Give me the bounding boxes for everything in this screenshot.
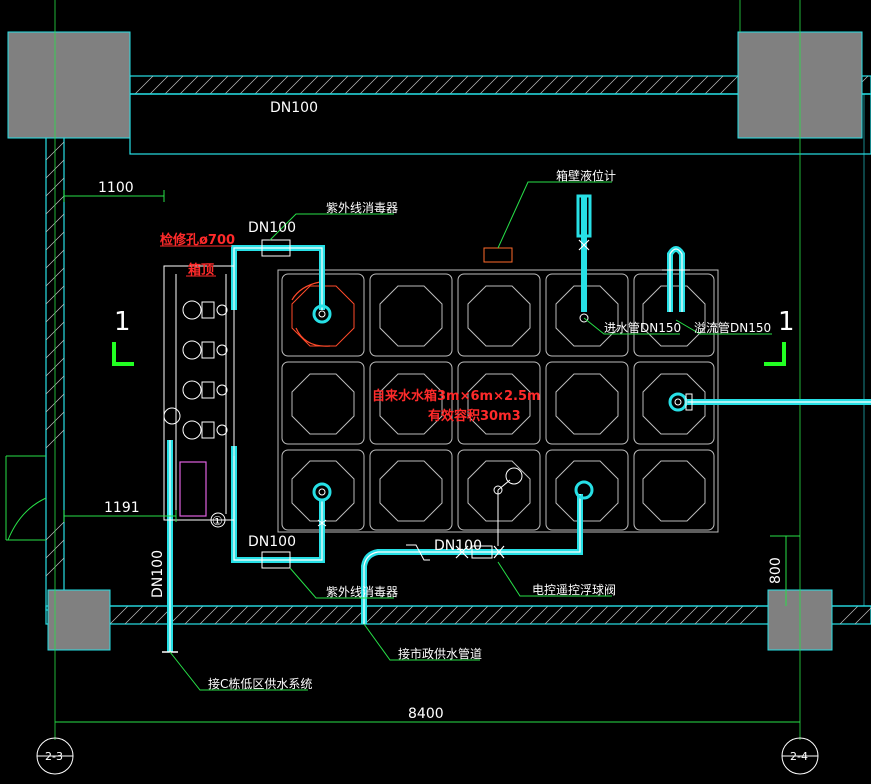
grid-label-left: 2-3 bbox=[45, 750, 63, 763]
leader-lines bbox=[160, 181, 772, 691]
label-dn100-lower-pipe: DN100 bbox=[248, 534, 296, 550]
outlet-fitting-bottom bbox=[312, 482, 332, 502]
section-marker-left bbox=[112, 342, 134, 366]
outlet-fitting-top bbox=[312, 304, 332, 324]
label-tank-name: 自来水水箱3m×6m×2.5m bbox=[372, 388, 541, 404]
label-uv-top: 紫外线消毒器 bbox=[326, 201, 398, 215]
inlet-fitting bbox=[574, 480, 594, 500]
label-float-valve: 电控遥控浮球阀 bbox=[532, 583, 616, 597]
label-tank-top: 箱顶 bbox=[188, 262, 214, 278]
label-level-meter: 箱壁液位计 bbox=[556, 168, 616, 183]
building-walls bbox=[5, 75, 871, 625]
label-dn100-vertical: DN100 bbox=[150, 550, 166, 598]
dim-8400: 8400 bbox=[408, 706, 444, 722]
section-number-right: 1 bbox=[778, 307, 795, 337]
control-cabinet bbox=[179, 461, 207, 517]
label-city-supply: 接市政供水管道 bbox=[398, 646, 482, 661]
level-meter-box bbox=[483, 247, 513, 263]
manhole-outline bbox=[291, 281, 331, 347]
valve-gate bbox=[455, 545, 469, 559]
label-dn100-top: DN100 bbox=[270, 100, 318, 116]
section-number-left: 1 bbox=[114, 307, 131, 337]
grid-label-right: 2-4 bbox=[790, 750, 808, 763]
dim-1191: 1191 bbox=[104, 500, 140, 516]
tank-octagons bbox=[291, 285, 706, 522]
label-inlet-pipe: 进水管DN150 bbox=[604, 320, 681, 335]
structural-columns bbox=[7, 31, 863, 651]
dim-1100: 1100 bbox=[98, 180, 134, 196]
grid-axes bbox=[54, 0, 801, 740]
pump-skid bbox=[163, 265, 235, 528]
dim-800: 800 bbox=[768, 557, 784, 584]
label-low-zone-supply: 接C栋低区供水系统 bbox=[208, 676, 312, 691]
valve-float bbox=[493, 545, 505, 559]
section-marker-right bbox=[764, 342, 786, 366]
label-uv-bottom: 紫外线消毒器 bbox=[326, 585, 398, 599]
dimension-lines bbox=[55, 190, 800, 723]
label-overflow-pipe: 溢流管DN150 bbox=[694, 320, 771, 335]
float-ball bbox=[505, 467, 523, 485]
column-top-left bbox=[7, 31, 131, 139]
column-bottom-left bbox=[47, 589, 111, 651]
uv-sterilizer-bottom bbox=[261, 551, 291, 569]
uv-sterilizer-top bbox=[261, 239, 291, 257]
label-dn100-bottom-mid: DN100 bbox=[434, 538, 482, 554]
label-dn100-upper-pipe: DN100 bbox=[248, 220, 296, 236]
label-manhole: 检修孔ø700 bbox=[160, 232, 235, 248]
label-pump-tag: ① bbox=[212, 514, 223, 528]
label-tank-volume: 有效容积30m3 bbox=[428, 408, 521, 424]
piping bbox=[162, 194, 871, 653]
